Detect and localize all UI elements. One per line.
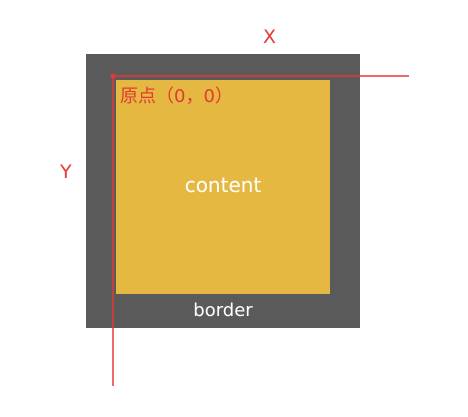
- content-label: content: [184, 173, 262, 197]
- x-axis-label: X: [263, 26, 277, 48]
- y-axis-label: Y: [60, 161, 72, 183]
- content-box: [116, 80, 330, 294]
- border-label: border: [193, 300, 253, 321]
- origin-point: [110, 73, 116, 79]
- origin-label: 原点（0，0）: [120, 86, 233, 107]
